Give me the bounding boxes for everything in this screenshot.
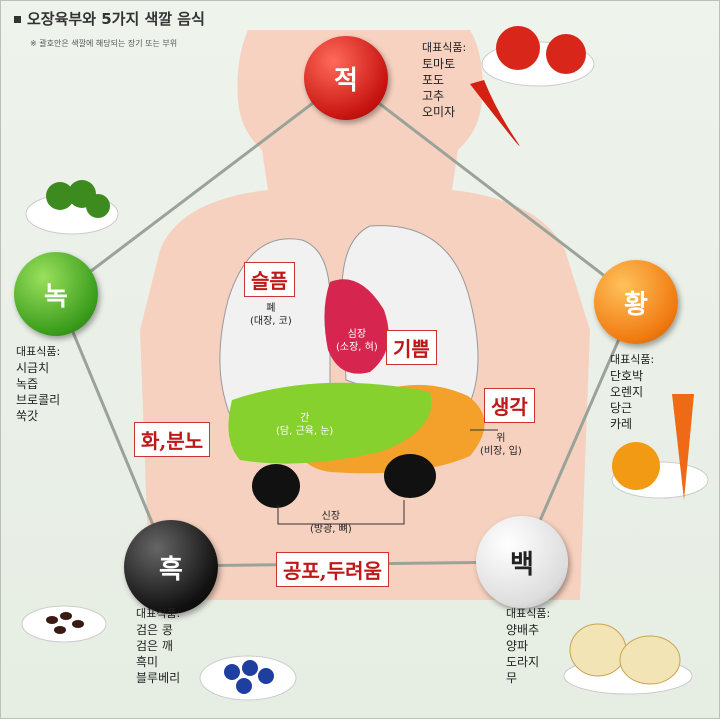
carrot-icon xyxy=(672,394,694,500)
title-bullet-icon xyxy=(14,16,21,23)
circle-white: 백 xyxy=(476,516,568,608)
food-list-yellow: 대표식품: 단호박 오렌지 당근 카레 xyxy=(610,353,655,431)
chili-icon xyxy=(470,80,520,146)
emotion-lung: 슬픔 xyxy=(244,262,295,297)
onion-icon xyxy=(563,623,693,695)
organ-label-kidney: 신장 (방광, 뼈) xyxy=(310,511,352,535)
food-list-white: 대표식품: 양배추 양파 도라지 무 xyxy=(506,607,551,685)
organ-label-lung: 폐 (대장, 코) xyxy=(250,303,292,327)
food-list-green: 대표식품: 시금치 녹즙 브로콜리 쑥갓 xyxy=(16,345,61,423)
tomato-icon xyxy=(481,26,595,87)
blueberry-icon xyxy=(199,655,297,701)
emotion-liver: 화,분노 xyxy=(134,422,211,457)
kidney-left xyxy=(252,464,300,508)
circle-black: 흑 xyxy=(124,520,218,614)
food-list-black: 대표식품: 검은 콩 검은 깨 흑미 블루베리 xyxy=(136,607,181,685)
heart xyxy=(324,279,389,374)
liver xyxy=(228,382,432,464)
emotion-stomach: 생각 xyxy=(484,388,535,423)
broccoli-icon xyxy=(25,180,119,235)
food-list-red: 대표식품: 토마토 포도 고추 오미자 xyxy=(422,41,467,119)
circle-green: 녹 xyxy=(14,252,98,336)
kidney-right xyxy=(384,454,436,498)
kidney-bracket xyxy=(277,500,405,525)
organ-label-heart: 심장 (소장, 혀) xyxy=(336,329,378,353)
emotion-heart: 기쁨 xyxy=(386,330,437,365)
organ-label-liver: 간 (담, 근육, 눈) xyxy=(276,413,334,437)
circle-red: 적 xyxy=(304,36,388,120)
subtitle: ※ 괄호안은 색깔에 해당되는 장기 또는 부위 xyxy=(30,39,178,48)
organ-label-stomach: 위 (비장, 입) xyxy=(480,433,522,457)
orange-icon xyxy=(611,442,709,499)
right-lung xyxy=(341,225,479,421)
circle-yellow: 황 xyxy=(594,260,678,344)
beans-icon xyxy=(21,605,107,643)
page-title: 오장육부와 5가지 색깔 음식 xyxy=(14,8,205,29)
emotion-kidney: 공포,두려움 xyxy=(276,552,389,587)
